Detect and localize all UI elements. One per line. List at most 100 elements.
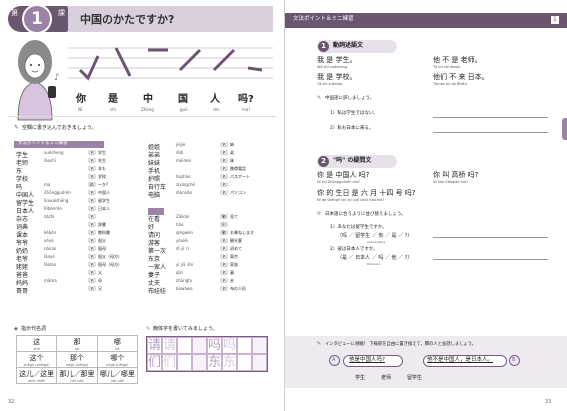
bubble-a [343,355,403,367]
vocab-meaning: ［動］見て [218,214,238,219]
vocab-hanzi: 老师 [16,160,29,167]
vocab-hanzi: 学生 [16,152,29,159]
page-number-right: 33 [545,399,552,405]
section-1-title: 動詞述語文 [333,42,364,49]
vocab-meaning: ［名］本も [86,166,106,171]
vocab-pinyin: ma [44,182,51,187]
vocab-row: 东 ［名］本も [16,166,141,175]
vocab-hanzi: 妻子 [148,272,161,279]
writing-cell[interactable] [177,337,192,354]
vocab-hanzi: 日本人 [16,208,35,215]
vocab-row: 东京［名］東京 [148,254,273,263]
writing-cell[interactable] [192,354,207,371]
vocab-meaning: ［名］パソコン [218,190,246,195]
answer-line-1[interactable] [433,117,548,118]
vocab-pinyin: lǎoshī [44,158,56,163]
writing-cell[interactable]: 们 [162,354,177,371]
vocab-pinyin: yéye [44,238,54,243]
writing-cell[interactable]: 请 [147,337,162,354]
writing-cell[interactable] [252,354,267,371]
vocab-hanzi: 在看 [148,216,161,223]
answer-line-4[interactable] [433,259,548,260]
vocab-meaning: ［名］姉 [218,142,234,147]
writing-cell[interactable] [192,337,207,354]
vocab-meaning: ［名］祖母（母方） [86,262,122,267]
vocab-meaning: ［名］布の人形 [218,286,246,291]
vocab-pinyin: liúxuéshēng [44,198,69,203]
vocab-meaning: ［名］中国人 [86,190,110,195]
example-1-hanzi: 我 是 学生。 [317,56,357,64]
writing-cell[interactable] [237,337,252,354]
vocab-row: 哥哥［名］兄 [16,286,141,295]
vocab-hanzi: 手机 [148,168,161,175]
vocab-pinyin: bùwáwa [176,286,193,291]
example-7-hanzi: 你 的 生日 是 六 月 十四 号 吗? [317,189,416,197]
writing-cell[interactable]: 们 [147,354,162,371]
writing-cell[interactable] [252,337,267,354]
section-2-task: 日本語に合うように並び替えましょう。 [325,212,406,217]
vocab-hanzi: 东 [16,168,23,175]
vocab-meaning: ［名］母 [86,278,102,283]
sentence-pinyin-5: rén [213,107,220,112]
section-2-q1-label: 1）あなたは留学生ですか。 [330,225,387,230]
header-title: 文法ポイント＆ミニ練習 [293,16,354,22]
vocab-hanzi: 姐姐 [148,144,161,151]
section-2-title: "吗" の疑問文 [333,157,372,164]
vocab-pinyin: yì jiā rén [176,262,194,267]
vocab-meaning: ［名］辞書 [86,222,106,227]
lesson-title: 中国のかたですか? [80,13,175,26]
vocab-pinyin: yóukè [176,238,188,243]
vocab-meaning: ［名］学校 [86,174,106,179]
diamond-icon: ◆ [14,326,18,332]
word-option-1: 学生 [355,375,366,381]
vocab-meaning: ［名］ [86,214,98,219]
example-3-pinyin: Tā shì xuéxiào. [317,82,344,86]
sentence-hanzi-5: 人 [210,94,220,105]
vocab-pinyin: zhàngfu [176,278,193,283]
section-2-q2-gloss: Rìběnrén [367,262,381,266]
sentence-pinyin-3: Zhōng [141,107,154,112]
writing-cell[interactable]: 吗 [207,337,222,354]
vocab-pinyin: hǎo [176,222,184,227]
section-2-bar [317,155,397,168]
sentence-pinyin-6: ma? [242,107,251,112]
svg-text:♪: ♪ [54,73,60,83]
writing-cell[interactable]: 请 [162,337,177,354]
answer-line-2[interactable] [433,132,548,133]
vocab-meaning: ［名］ [218,182,230,187]
vocab-hanzi: 老爷 [16,256,29,263]
writing-cell[interactable] [177,354,192,371]
writing-cell[interactable]: 吗 [222,337,237,354]
lesson-number: 1 [22,4,52,34]
vocab-row: 爸爸［名］父 [16,270,141,279]
interview-title: インタビューに挑戦！ 下線部を自由に置き換えて、隣の人と会話しましょう。 [325,342,477,347]
vocab-pinyin: dì yī cì [176,246,189,251]
answer-line-3[interactable] [433,237,548,238]
writing-cell[interactable] [237,354,252,371]
vocab-meaning: ［動］お尋ねします [218,230,254,235]
demo-title: 指示代名詞 [21,326,47,332]
section-1-bar [317,40,397,53]
vocab-meaning: ［名］観光客 [218,238,242,243]
vocab-hanzi: 请问 [148,232,161,239]
example-1-pinyin: Wǒ shì xuésheng. [317,65,349,69]
vocab-pinyin: diànnǎo [176,190,193,195]
section-1-task: 中国語に訳しましょう。 [325,96,375,101]
writing-cell[interactable]: 东 [207,354,222,371]
example-3-hanzi: 我 是 学校。 [317,73,357,81]
vocab-row: 好 hǎo ［形］ [148,222,273,231]
vocab-pinyin: lǎolao [44,262,57,267]
vocab-meaning: ［名］父 [86,270,102,275]
vocab-meaning: ［名］家族 [218,262,238,267]
writing-cell[interactable]: 东 [222,354,237,371]
vocab-hanzi: 好 [148,224,155,231]
vocab-meaning: ［形］ [218,222,230,227]
